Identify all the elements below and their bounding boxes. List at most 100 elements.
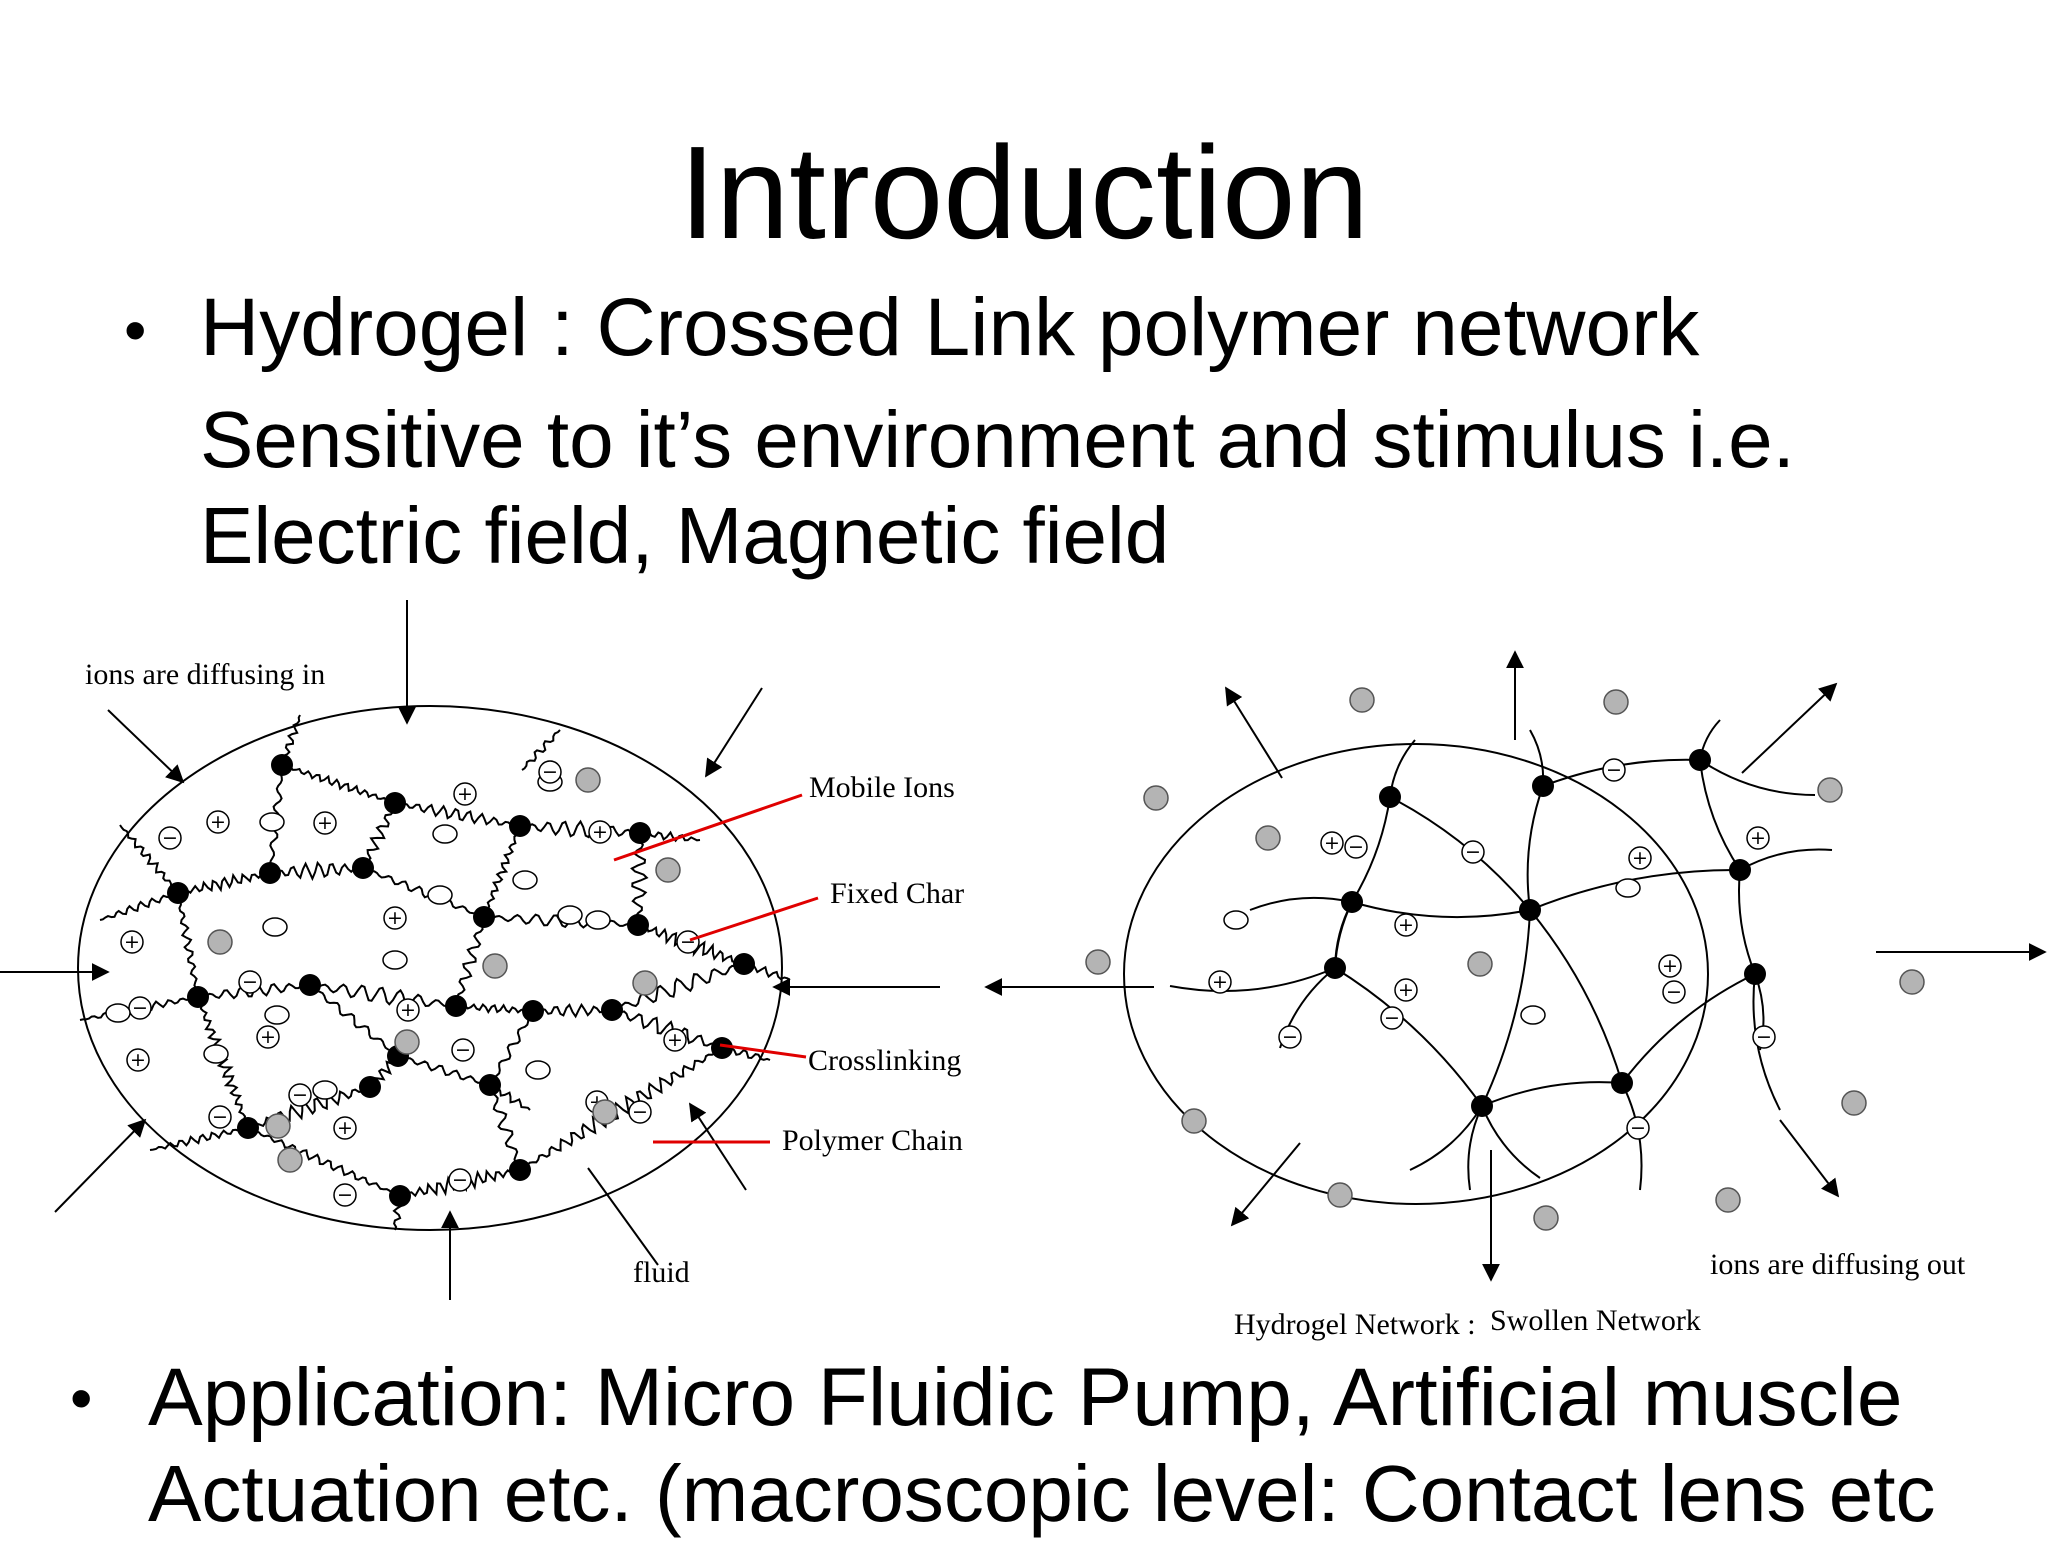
polymer-chain: [309, 983, 457, 1008]
neutral-ion: [1327, 1182, 1353, 1208]
svg-text:−: −: [292, 1084, 308, 1106]
positive-ion: +: [256, 1025, 280, 1049]
crosslink-node: [509, 1159, 531, 1181]
crosslink-node: [601, 999, 623, 1021]
positive-ion: +: [1394, 913, 1418, 937]
polymer-chains-left: [79, 714, 791, 1231]
crosslinks-right: [1324, 749, 1766, 1117]
leader-crosslinking: [719, 1043, 807, 1059]
ions-right: +−−−+++++−+−−−−: [1085, 687, 1925, 1231]
svg-text:−: −: [680, 931, 696, 953]
fluid-molecule: [312, 1080, 338, 1100]
svg-text:+: +: [124, 931, 140, 953]
negative-ion: −: [208, 1105, 232, 1129]
neutral-ion: [1817, 777, 1843, 803]
negative-ion: −: [158, 826, 182, 850]
svg-text:+: +: [400, 999, 416, 1021]
crosslink-node: [473, 906, 495, 928]
polymer-chain: [611, 963, 745, 1011]
label-mobile-ions: Mobile Ions: [809, 771, 955, 804]
neutral-ion: [207, 929, 233, 955]
neutral-ion: [575, 767, 601, 793]
arrow-in-top-right: [705, 687, 763, 778]
negative-ion: −: [448, 1168, 472, 1192]
polymer-chain: [519, 819, 641, 840]
negative-ion: −: [676, 930, 700, 954]
crosslink-node: [299, 974, 321, 996]
svg-text:+: +: [210, 811, 226, 833]
polymer-chain: [1389, 796, 1531, 911]
polymer-chain: [177, 892, 199, 998]
svg-text:+: +: [1212, 971, 1228, 993]
bullet-hydrogel-line3: Electric field, Magnetic field: [200, 491, 1170, 580]
arrow-out-top-right: [1741, 682, 1838, 774]
crosslink-node: [389, 1185, 411, 1207]
crosslink-node: [1519, 899, 1541, 921]
crosslink-node: [1532, 775, 1554, 797]
svg-text:−: −: [452, 1169, 468, 1191]
polymer-chain: [489, 1084, 521, 1171]
label-fluid: fluid: [633, 1256, 690, 1289]
label-ions-in: ions are diffusing in: [85, 658, 325, 691]
negative-ion: −: [628, 1100, 652, 1124]
svg-text:−: −: [337, 1184, 353, 1206]
fluid-molecule: [557, 905, 583, 925]
neutral-ion: [482, 953, 508, 979]
negative-ion: −: [1344, 835, 1368, 859]
neutral-ion: [632, 970, 658, 996]
crosslink-node: [1611, 1072, 1633, 1094]
fluid-molecule: [262, 917, 288, 937]
crosslink-node: [627, 914, 649, 936]
neutral-ion: [1349, 687, 1375, 713]
crosslink-node: [352, 857, 374, 879]
svg-text:−: −: [455, 1039, 471, 1061]
polymer-chain: [1529, 909, 1623, 1084]
gel-boundary-left: [77, 705, 783, 1231]
arrow-in-top-left: [107, 709, 185, 784]
neutral-ion: [277, 1147, 303, 1173]
crosslink-node: [1689, 749, 1711, 771]
polymer-chain: [394, 802, 521, 827]
svg-text:+: +: [1398, 979, 1414, 1001]
crosslink-node: [629, 822, 651, 844]
negative-ion: −: [333, 1183, 357, 1207]
positive-ion: +: [1746, 826, 1770, 850]
neutral-ion: [265, 1113, 291, 1139]
compact-network: +−−+++++−−+−++−−++−−+−− ions are diffusi…: [0, 600, 964, 1300]
polymer-chain: [1249, 896, 1353, 911]
polymer-chain: [1467, 1105, 1483, 1191]
svg-text:−: −: [212, 1106, 228, 1128]
positive-ion: +: [313, 811, 337, 835]
polymer-chain: [1351, 796, 1391, 903]
caption-hydrogel-network: Hydrogel Network :: [1234, 1308, 1476, 1341]
positive-ion: +: [1208, 970, 1232, 994]
polymer-chain: [1699, 759, 1816, 796]
bullet-hydrogel-line2: Sensitive to it’s environment and stimul…: [200, 395, 1795, 484]
polymer-chain: [532, 1002, 613, 1019]
inward-arrows: [0, 600, 940, 1300]
positive-ion: +: [588, 820, 612, 844]
label-polymer-chain: Polymer Chain: [782, 1124, 963, 1157]
arrow-in-bottom-right: [689, 1102, 747, 1191]
svg-text:+: +: [387, 907, 403, 929]
negative-ion: −: [1380, 1006, 1404, 1030]
label-crosslinking: Crosslinking: [808, 1044, 961, 1077]
polymer-chain: [247, 1127, 401, 1197]
polymer-chain: [1481, 909, 1531, 1107]
polymer-chain: [119, 824, 179, 894]
bullet-application-line2: Actuation etc. (macroscopic level: Conta…: [148, 1449, 1936, 1538]
svg-text:+: +: [1632, 847, 1648, 869]
crosslink-node: [167, 882, 189, 904]
fluid-molecule: [203, 1044, 229, 1064]
ions-left: +−−+++++−−+−++−−++−−+−−: [105, 760, 700, 1207]
negative-ion: −: [238, 970, 262, 994]
outward-arrows: [984, 650, 2047, 1282]
crosslink-node: [384, 792, 406, 814]
positive-ion: +: [1394, 978, 1418, 1002]
neutral-ion: [1533, 1205, 1559, 1231]
neutral-ion: [394, 1029, 420, 1055]
fluid-molecule: [264, 1005, 290, 1025]
fluid-molecule: [382, 950, 408, 970]
polymer-chain: [611, 1009, 723, 1049]
gel-boundary-right: [1123, 743, 1709, 1205]
